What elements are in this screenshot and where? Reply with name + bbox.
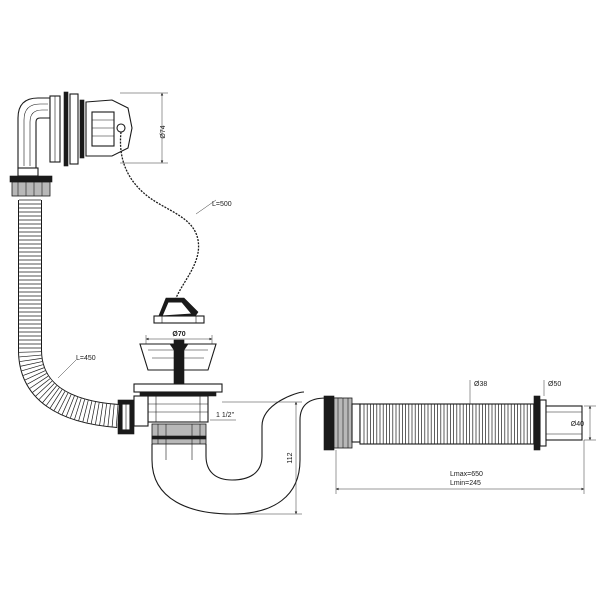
drain-diameter-label: Ø70: [172, 331, 185, 338]
outlet-diameter-label: Ø40: [571, 421, 584, 428]
corrugated-diameter-label: Ø38: [474, 381, 487, 388]
length-max-label: Lmax=650: [450, 471, 483, 478]
drain-plug: [154, 298, 204, 323]
thread-size-dimension: 1 1/2": [210, 412, 236, 420]
trap-height-label: 112: [287, 452, 294, 463]
plug-chain: L=500: [120, 132, 231, 298]
hose-length-dimension: Lmax=650 Lmin=245: [336, 440, 584, 494]
overflow-flex-hose: [19, 200, 118, 427]
overflow-flange: [64, 92, 84, 166]
outlet-flange-diameter-dimension: Ø50: [544, 380, 561, 396]
thread-size-label: 1 1/2": [216, 412, 235, 419]
outlet-union-nut: [324, 396, 360, 450]
corrugated-diameter-dimension: Ø38: [470, 380, 487, 404]
overflow-hose-length-label: L=450: [76, 355, 96, 362]
corrugated-hose: [360, 404, 540, 444]
chain-length-label: L=500: [212, 201, 232, 208]
overflow-cap: [86, 100, 132, 156]
overflow-diameter-label: Ø74: [160, 125, 167, 138]
length-min-label: Lmin=245: [450, 480, 481, 487]
drain-union-nut: [152, 424, 206, 444]
overflow-hose-nut: [10, 168, 52, 196]
tee-body: [118, 396, 148, 434]
overflow-hose-length-dimension: L=450: [58, 355, 96, 378]
outlet-flange-diameter-label: Ø50: [548, 381, 561, 388]
overflow-elbow: [18, 96, 60, 168]
